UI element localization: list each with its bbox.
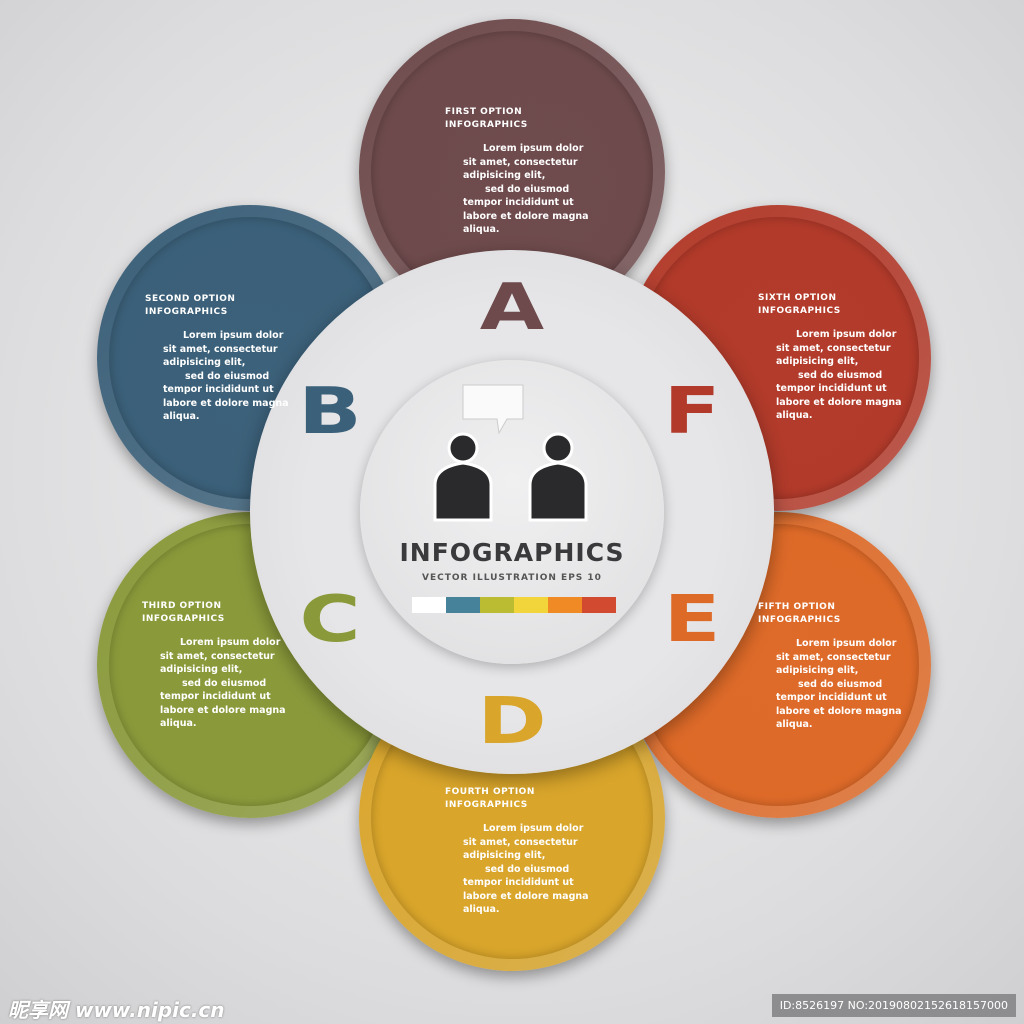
body-line: Lorem ipsum dolor (796, 638, 897, 649)
body-line: adipisicing elit, (463, 170, 546, 181)
body-line: labore et dolore magna (163, 397, 289, 409)
body-line: Lorem ipsum dolor (796, 329, 897, 340)
option-body: Lorem ipsum dolor sit amet, consectetur ad… (776, 637, 916, 732)
letter-e: E (663, 583, 721, 657)
body-line: Lorem ipsum dolor (183, 330, 284, 341)
body-line: sit amet, consectetur (463, 836, 578, 848)
option-title-line: Fifth option (758, 602, 836, 612)
body-line: aliqua. (776, 410, 813, 421)
center-subtitle: VECTOR ILLUSTRATION EPS 10 (422, 573, 602, 583)
letter-f: F (663, 375, 721, 449)
body-line: aliqua. (463, 904, 500, 915)
color-swatches (412, 597, 616, 613)
body-line: sed do eiusmod (798, 678, 883, 690)
body-line: adipisicing elit, (163, 357, 246, 368)
option-title-line: Sixth option (758, 293, 837, 303)
body-line: sed do eiusmod (485, 183, 570, 195)
center-title: INFOGRAPHICS (399, 538, 625, 567)
color-swatch (582, 597, 616, 613)
body-line: sit amet, consectetur (463, 156, 578, 168)
body-line: sit amet, consectetur (160, 650, 275, 662)
body-line: tempor incididunt ut (463, 877, 574, 888)
option-title-line: Infographics (445, 120, 528, 130)
body-line: tempor incididunt ut (160, 691, 271, 702)
option-body: Lorem ipsum dolor sit amet, consectetur ad… (776, 328, 916, 423)
option-title-line: Infographics (445, 800, 528, 810)
option-body: Lorem ipsum dolor sit amet, consectetur ad… (463, 822, 603, 917)
option-body: Lorem ipsum dolor sit amet, consectetur ad… (163, 329, 303, 424)
option-body: Lorem ipsum dolor sit amet, consectetur ad… (160, 636, 300, 731)
body-line: Lorem ipsum dolor (483, 823, 584, 834)
option-title-line: First option (445, 107, 523, 117)
body-line: aliqua. (776, 719, 813, 730)
option-title-line: Infographics (758, 615, 841, 625)
body-line: sed do eiusmod (485, 863, 570, 875)
color-swatch (514, 597, 548, 613)
body-line: labore et dolore magna (776, 705, 902, 717)
option-title-line: Infographics (758, 306, 841, 316)
body-line: tempor incididunt ut (776, 692, 887, 703)
option-title-line: Third option (142, 601, 222, 611)
letter-a: A (479, 271, 545, 345)
body-line: aliqua. (163, 411, 200, 422)
body-line: Lorem ipsum dolor (180, 637, 281, 648)
body-line: adipisicing elit, (776, 356, 859, 367)
body-line: sit amet, consectetur (776, 342, 891, 354)
body-line: adipisicing elit, (160, 664, 243, 675)
body-line: labore et dolore magna (463, 890, 589, 902)
image-id-badge: ID:8526197 NO:20190802152618157000 (771, 994, 1016, 1017)
people-chat-icon (433, 384, 588, 522)
option-title-line: Infographics (142, 614, 225, 624)
letter-c: C (299, 583, 361, 657)
body-line: sit amet, consectetur (776, 651, 891, 663)
letter-d: D (477, 685, 547, 759)
body-line: tempor incididunt ut (163, 384, 274, 395)
option-title: First optionInfographics (445, 106, 595, 132)
option-body: Lorem ipsum dolor sit amet, consectetur ad… (463, 142, 603, 237)
body-line: Lorem ipsum dolor (483, 143, 584, 154)
option-title-line: Second option (145, 294, 236, 304)
color-swatch (412, 597, 446, 613)
body-line: adipisicing elit, (463, 850, 546, 861)
body-line: sed do eiusmod (798, 369, 883, 381)
color-swatch (548, 597, 582, 613)
body-line: tempor incididunt ut (463, 197, 574, 208)
body-line: sit amet, consectetur (163, 343, 278, 355)
option-title: Sixth optionInfographics (758, 292, 908, 318)
option-title-line: Infographics (145, 307, 228, 317)
option-title: Third optionInfographics (142, 600, 292, 626)
body-line: sed do eiusmod (185, 370, 270, 382)
body-line: aliqua. (160, 718, 197, 729)
color-swatch (446, 597, 480, 613)
option-title: Fourth optionInfographics (445, 786, 595, 812)
letter-b: B (298, 375, 362, 449)
option-title: Fifth optionInfographics (758, 601, 908, 627)
body-line: labore et dolore magna (776, 396, 902, 408)
watermark-logo: 昵享网 www.nipic.cn (8, 998, 225, 1022)
option-title: Second optionInfographics (145, 293, 295, 319)
body-line: adipisicing elit, (776, 665, 859, 676)
body-line: aliqua. (463, 224, 500, 235)
option-title-line: Fourth option (445, 787, 535, 797)
body-line: labore et dolore magna (463, 210, 589, 222)
body-line: labore et dolore magna (160, 704, 286, 716)
body-line: tempor incididunt ut (776, 383, 887, 394)
body-line: sed do eiusmod (182, 677, 267, 689)
color-swatch (480, 597, 514, 613)
